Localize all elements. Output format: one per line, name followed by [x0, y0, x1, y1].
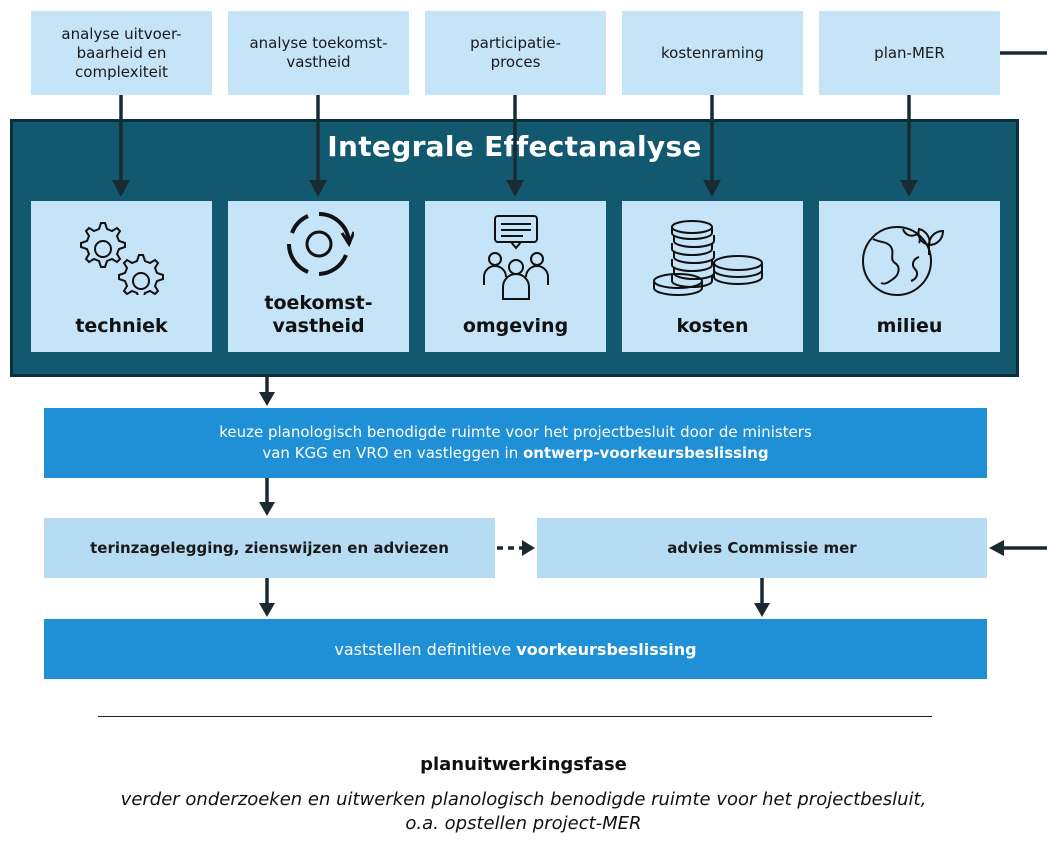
phase-title: planuitwerkingsfase: [420, 754, 627, 775]
cycle-icon: [286, 212, 354, 276]
category-label: milieu: [876, 315, 943, 337]
vaststellen-box: vaststellen definitieve voorkeursbesliss…: [44, 619, 987, 679]
vaststellen-bold: voorkeursbeslissing: [516, 639, 697, 659]
input-box-kostenraming: kostenraming: [622, 11, 803, 95]
keuze-line1: keuze planologisch benodigde ruimte voor…: [219, 423, 812, 441]
arrowhead: [900, 180, 918, 197]
coins-icon: [653, 220, 763, 296]
arrowhead: [754, 603, 770, 617]
category-label: techniek: [75, 315, 168, 337]
arrowhead: [259, 603, 275, 617]
terinzage-box: terinzagelegging, zienswijzen en advieze…: [44, 518, 495, 578]
phase-description: verder onderzoeken en uitwerken planolog…: [120, 789, 927, 834]
arrowhead: [112, 180, 130, 197]
category-label: omgeving: [462, 315, 569, 337]
category-toekomstvastheid: toekomst- vastheid: [228, 201, 409, 352]
category-kosten: kosten: [622, 201, 803, 352]
category-techniek: techniek: [31, 201, 212, 352]
arrowhead: [989, 540, 1004, 556]
input-box-participatie: participatie- proces: [425, 11, 606, 95]
input-box-toekomstvastheid: analyse toekomst- vastheid: [228, 11, 409, 95]
keuze-line2: van KGG en VRO en vastleggen in: [262, 444, 523, 462]
arrowhead: [309, 180, 327, 197]
divider-line: [98, 716, 932, 717]
globe-leaf-icon: [862, 226, 945, 296]
input-box-plan-mer: plan-MER: [819, 11, 1000, 95]
category-omgeving: omgeving: [425, 201, 606, 352]
people-chat-icon: [483, 215, 549, 300]
keuze-line2-bold: ontwerp-voorkeursbeslissing: [522, 444, 769, 462]
category-label: kosten: [676, 315, 749, 337]
arrowhead: [259, 392, 275, 406]
advies-commissie-box: advies Commissie mer: [537, 518, 987, 578]
vaststellen-text: vaststellen definitieve: [334, 639, 517, 659]
arrowhead: [522, 540, 535, 556]
arrowhead: [259, 502, 275, 516]
gears-icon: [80, 222, 164, 295]
input-box-uitvoerbaarheid: analyse uitvoer- baarheid en complexitei…: [31, 11, 212, 95]
category-milieu: milieu: [819, 201, 1000, 352]
category-label: toekomst- vastheid: [264, 292, 373, 337]
arrowhead: [703, 180, 721, 197]
arrowhead: [506, 180, 524, 197]
keuze-box: keuze planologisch benodigde ruimte voor…: [44, 408, 987, 478]
